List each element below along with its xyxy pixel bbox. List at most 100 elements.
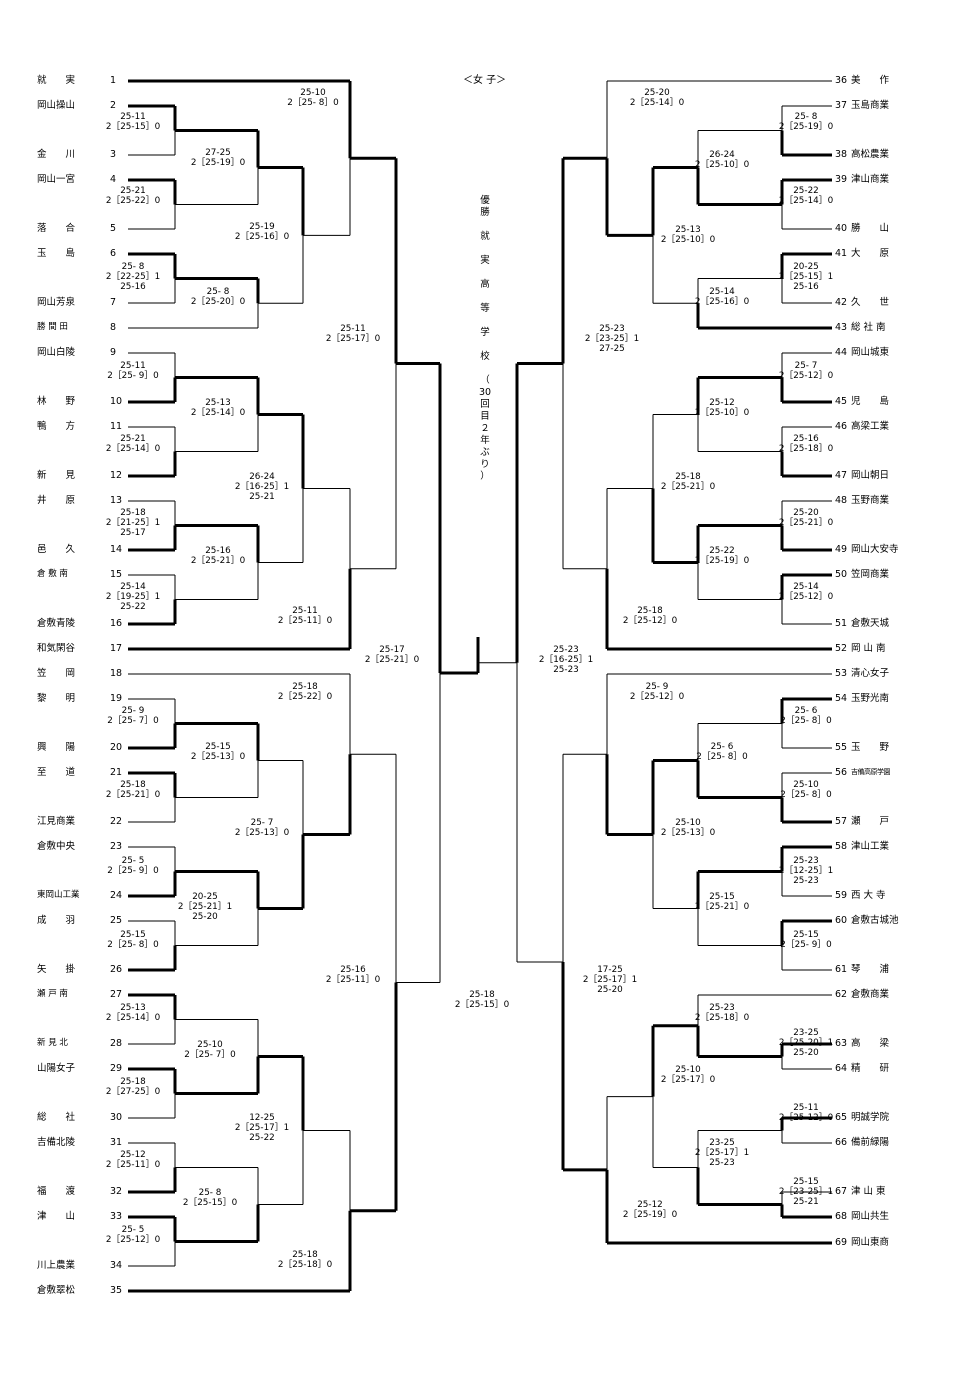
team-name-right: 明誠学院 xyxy=(851,1112,890,1123)
team-number-left: 20 xyxy=(110,742,123,753)
match-score: 25-13 2［25-10］0 xyxy=(660,225,716,246)
team-name-left: 成 羽 xyxy=(37,915,76,926)
team-name-right: 玉 野 xyxy=(851,742,890,753)
match-score: 25-17 2［25-21］0 xyxy=(364,645,420,666)
match-score: 25-15 2［25- 8］0 xyxy=(107,930,159,951)
team-number-left: 3 xyxy=(110,149,117,160)
match-score: 25-23 2［25-18］0 xyxy=(694,1003,750,1024)
champion-char: 目 xyxy=(480,411,490,422)
team-number-right: 58 xyxy=(835,841,848,852)
match-score: 25-13 2［25-14］0 xyxy=(190,398,246,419)
match-score: 25-14 2［25-16］0 xyxy=(694,287,750,308)
team-number-left: 17 xyxy=(110,643,123,654)
champion-char: 高 xyxy=(480,279,490,290)
team-number-right: 46 xyxy=(835,421,848,432)
match-score: 25-15 2［25-21］0 xyxy=(694,892,750,913)
match-score: 25-19 2［25-16］0 xyxy=(234,222,290,243)
team-number-left: 16 xyxy=(110,618,123,629)
team-number-left: 23 xyxy=(110,841,123,852)
team-number-left: 13 xyxy=(110,495,123,506)
match-score: 25-18 2［25-18］0 xyxy=(277,1250,333,1271)
team-name-right: 岡山共生 xyxy=(851,1211,890,1222)
match-score: 25- 9 2［25-12］0 xyxy=(629,682,685,703)
team-number-left: 30 xyxy=(110,1112,123,1123)
team-name-left: 玉 島 xyxy=(37,248,76,259)
champion-char: 優 xyxy=(480,195,490,206)
team-name-right: 児 島 xyxy=(851,396,890,407)
match-score: 25-23 2［16-25］1 25-23 xyxy=(538,645,594,676)
team-number-left: 32 xyxy=(110,1186,123,1197)
match-score: 25-18 2［25-21］0 xyxy=(105,780,161,801)
team-name-left: 新 見 北 xyxy=(37,1038,68,1048)
team-number-left: 4 xyxy=(110,174,117,185)
champion-char: （ xyxy=(480,375,490,386)
team-name-left: 金 川 xyxy=(37,149,76,160)
team-name-left: 笠 岡 xyxy=(37,668,76,679)
team-number-left: 27 xyxy=(110,989,123,1000)
team-number-right: 36 xyxy=(835,75,848,86)
match-score: 25- 8 2［25-19］0 xyxy=(778,112,834,133)
team-name-right: 吉備高原学園 xyxy=(851,768,891,776)
match-score: 25- 8 2［25-15］0 xyxy=(182,1188,238,1209)
team-number-right: 44 xyxy=(835,347,848,358)
team-number-right: 69 xyxy=(835,1237,848,1248)
team-name-left: 和気閑谷 xyxy=(37,643,76,654)
match-score: 25-12 2［25-19］0 xyxy=(622,1200,678,1221)
team-name-right: 大 原 xyxy=(851,248,890,259)
team-name-right: 玉島商業 xyxy=(851,100,890,111)
match-score: 25-15 2［25-13］0 xyxy=(190,742,246,763)
team-number-right: 53 xyxy=(835,668,848,679)
champion-char: 勝 xyxy=(480,207,490,218)
team-name-right: 倉敷古城池 xyxy=(851,915,899,926)
match-score: 25-20 2［25-14］0 xyxy=(629,88,685,109)
team-name-left: 瀬 戸 南 xyxy=(37,989,68,999)
team-name-right: 精 研 xyxy=(851,1063,890,1074)
team-number-left: 26 xyxy=(110,964,123,975)
team-number-left: 8 xyxy=(110,322,117,333)
team-name-left: 倉 敷 南 xyxy=(37,569,68,579)
match-score: 25-13 2［25-14］0 xyxy=(105,1003,161,1024)
champion-char xyxy=(478,363,492,375)
champion-char: 30 xyxy=(478,387,492,398)
match-score: 25-23 2［12-25］1 25-23 xyxy=(778,856,834,887)
team-number-right: 48 xyxy=(835,495,848,506)
match-score: 25-12 2［25-10］0 xyxy=(694,398,750,419)
match-score: 25-10 2［25- 7］0 xyxy=(184,1040,236,1061)
team-number-left: 14 xyxy=(110,544,123,555)
bracket-title: ＜女 子＞ xyxy=(463,75,507,86)
team-number-left: 21 xyxy=(110,767,123,778)
team-number-left: 6 xyxy=(110,248,117,259)
team-name-right: 玉野光南 xyxy=(851,693,890,704)
team-number-right: 64 xyxy=(835,1063,848,1074)
team-number-right: 68 xyxy=(835,1211,848,1222)
team-number-right: 49 xyxy=(835,544,848,555)
team-name-left: 邑 久 xyxy=(37,544,76,555)
team-name-right: 琴 浦 xyxy=(851,964,890,975)
team-number-left: 1 xyxy=(110,75,117,86)
team-name-left: 岡山芳泉 xyxy=(37,297,76,308)
match-score: 25-22 2［25-14］0 xyxy=(778,186,834,207)
match-score: 25- 8 2［22-25］1 25-16 xyxy=(105,262,161,293)
team-name-left: 倉敷青陵 xyxy=(37,618,76,629)
team-number-right: 50 xyxy=(835,569,848,580)
team-name-left: 倉敷翠松 xyxy=(37,1285,76,1296)
match-score: 25-15 2［25- 9］0 xyxy=(780,930,832,951)
match-score: 25-11 2［25-12］0 xyxy=(778,1103,834,1124)
team-number-left: 29 xyxy=(110,1063,123,1074)
team-name-right: 瀬 戸 xyxy=(851,816,890,827)
team-name-right: 清心女子 xyxy=(851,668,890,679)
match-score: 25- 6 2［25- 8］0 xyxy=(780,706,832,727)
team-number-right: 61 xyxy=(835,964,848,975)
team-number-right: 62 xyxy=(835,989,848,1000)
team-name-right: 高松農業 xyxy=(851,149,890,160)
team-number-left: 12 xyxy=(110,470,123,481)
champion-char: 校 xyxy=(480,351,490,362)
team-number-left: 33 xyxy=(110,1211,123,1222)
team-name-right: 岡山東商 xyxy=(851,1237,890,1248)
team-number-right: 59 xyxy=(835,890,848,901)
team-number-right: 47 xyxy=(835,470,848,481)
match-score: 25-14 2［19-25］1 25-22 xyxy=(105,582,161,613)
team-number-left: 9 xyxy=(110,347,117,358)
match-score: 23-25 2［25-17］1 25-23 xyxy=(694,1138,750,1169)
team-name-left: 岡山一宮 xyxy=(37,174,76,185)
